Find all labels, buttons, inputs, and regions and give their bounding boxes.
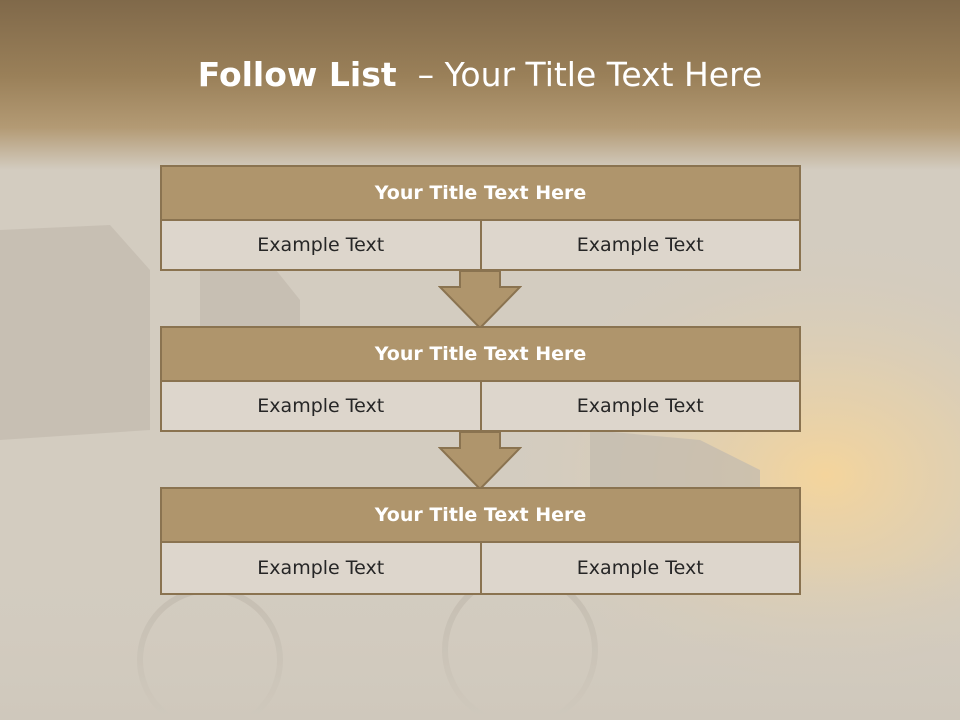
title-rest: – Your Title Text Here — [417, 55, 763, 94]
header-band — [0, 0, 960, 170]
list-block-2: Your Title Text Here Example Text Exampl… — [160, 326, 801, 432]
block-cell-right: Example Text — [481, 382, 801, 432]
block-row: Example Text Example Text — [160, 543, 801, 595]
block-cell-left: Example Text — [160, 221, 482, 271]
block-title: Your Title Text Here — [160, 326, 801, 382]
down-arrow-icon — [438, 271, 522, 329]
block-cell-left: Example Text — [160, 543, 482, 595]
block-cell-right: Example Text — [481, 543, 801, 595]
block-row: Example Text Example Text — [160, 221, 801, 271]
block-cell-right: Example Text — [481, 221, 801, 271]
block-title: Your Title Text Here — [160, 487, 801, 543]
title-bold: Follow List — [197, 55, 397, 94]
down-arrow-icon — [438, 432, 522, 490]
slide-title: Follow List – Your Title Text Here — [0, 50, 960, 100]
block-title: Your Title Text Here — [160, 165, 801, 221]
list-block-1: Your Title Text Here Example Text Exampl… — [160, 165, 801, 271]
block-row: Example Text Example Text — [160, 382, 801, 432]
list-block-3: Your Title Text Here Example Text Exampl… — [160, 487, 801, 595]
block-cell-left: Example Text — [160, 382, 482, 432]
